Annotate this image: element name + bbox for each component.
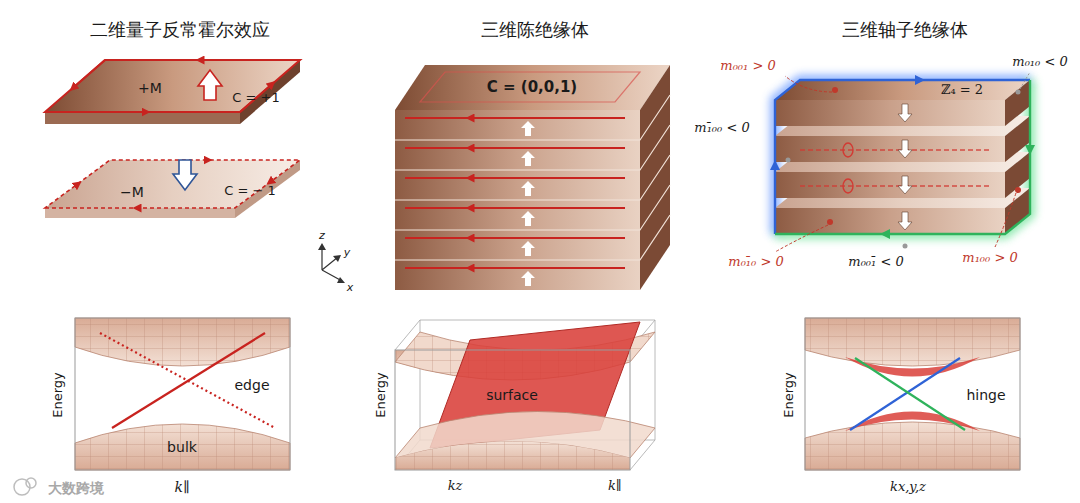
mass-sign-label: m₀₀₁ > 0 (720, 59, 775, 74)
mass-sign-label: m₁₀₀ > 0 (962, 251, 1017, 266)
watermark: 大数跨境 (48, 480, 104, 496)
axis-title: k∥ (175, 479, 190, 495)
axis-title: Energy (374, 372, 389, 418)
axis-title: kx,y,z (890, 480, 926, 495)
axis-title: k∥ (608, 479, 622, 494)
magnetization-label: +M (138, 80, 162, 96)
axis-label: x (347, 282, 354, 295)
state-label: bulk (167, 439, 197, 455)
mass-sign-label: m₁̄₀₀ < 0 (694, 121, 749, 136)
panel-heading: 三维轴子绝缘体 (842, 20, 968, 41)
chern-number: C = − 1 (224, 184, 276, 199)
chern-number: C = +1 (232, 91, 279, 106)
state-label: surface (486, 387, 538, 403)
axis-title: kz (448, 479, 463, 494)
axis-label: z (319, 230, 325, 243)
axis-title: Energy (51, 372, 66, 418)
z4-index: ℤ₄ = 2 (941, 83, 983, 98)
panel-heading: 二维量子反常霍尔效应 (90, 20, 270, 41)
mass-sign-label: m₀₁̄₀ > 0 (728, 255, 783, 270)
mass-sign-label: m₀₁₀ < 0 (1012, 55, 1067, 70)
chern-vector: C = (0,0,1) (487, 79, 577, 96)
mass-sign-label: m₀₀₁̄ < 0 (848, 255, 903, 270)
state-label: edge (235, 377, 270, 393)
axis-label: y (344, 247, 351, 260)
panel-heading: 三维陈绝缘体 (481, 20, 589, 41)
magnetization-label: −M (120, 184, 144, 200)
state-label: hinge (966, 387, 1005, 403)
axis-title: Energy (782, 372, 797, 418)
